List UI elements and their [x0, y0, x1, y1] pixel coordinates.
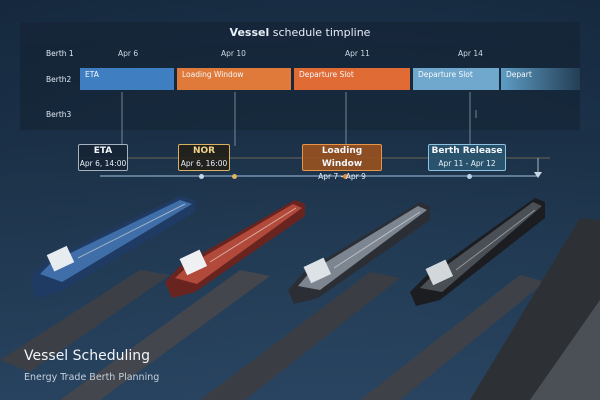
milestone-dot — [343, 174, 348, 179]
bar-departure-slot[interactable]: Departure Slot — [294, 68, 410, 90]
milestone-nor-title: NOR — [192, 146, 216, 156]
footer-subtitle: Energy Trade Berth Planning — [24, 372, 160, 383]
ship-red — [165, 200, 305, 298]
milestone-eta-date: Apr 6, 14:00 — [79, 159, 127, 168]
milestone-nor-date: Apr 6, 16:00 — [180, 159, 228, 168]
ship-blue — [30, 196, 195, 298]
milestone-loading-title: Loading Window — [321, 146, 363, 169]
milestone-dot — [232, 174, 237, 179]
date-apr11: Apr 11 — [345, 49, 370, 58]
milestone-release-date: Apr 11 - Apr 12 — [438, 159, 496, 168]
footer-title: Vessel Scheduling — [24, 348, 151, 364]
berth-3-label: Berth3 — [46, 110, 72, 119]
ship-grey — [288, 202, 430, 304]
milestone-eta[interactable]: ETA Apr 6, 14:00 — [78, 144, 128, 171]
milestone-loading-window[interactable]: Loading Window Apr 7 - Apr 9 — [302, 144, 382, 181]
title-bold: Vessel — [229, 26, 270, 39]
date-apr14: Apr 14 — [458, 49, 483, 58]
bar-loading-window[interactable]: Loading Window — [177, 68, 291, 90]
milestone-release-title: Berth Release — [431, 146, 503, 156]
berth-1-label: Berth 1 — [46, 49, 74, 58]
date-apr10: Apr 10 — [221, 49, 246, 58]
timeline-title: Vessel schedule timpline — [20, 22, 580, 44]
bar-eta[interactable]: ETA — [80, 68, 174, 90]
title-rest: schedule timpline — [272, 26, 371, 39]
berth-2-label: Berth2 — [46, 75, 72, 84]
bar-departure-slot-2[interactable]: Departure Slot — [413, 68, 499, 90]
milestone-eta-title: ETA — [93, 146, 113, 156]
milestone-loading-date: Apr 7 - Apr 9 — [318, 172, 366, 181]
milestone-dot — [199, 174, 204, 179]
milestone-berth-release[interactable]: Berth Release Apr 11 - Apr 12 — [428, 144, 506, 171]
bar-depart[interactable]: Depart — [501, 68, 580, 90]
milestone-nor[interactable]: NOR Apr 6, 16:00 — [178, 144, 230, 171]
date-apr6: Apr 6 — [118, 49, 139, 58]
ship-dark — [410, 198, 545, 306]
milestone-dot — [467, 174, 472, 179]
